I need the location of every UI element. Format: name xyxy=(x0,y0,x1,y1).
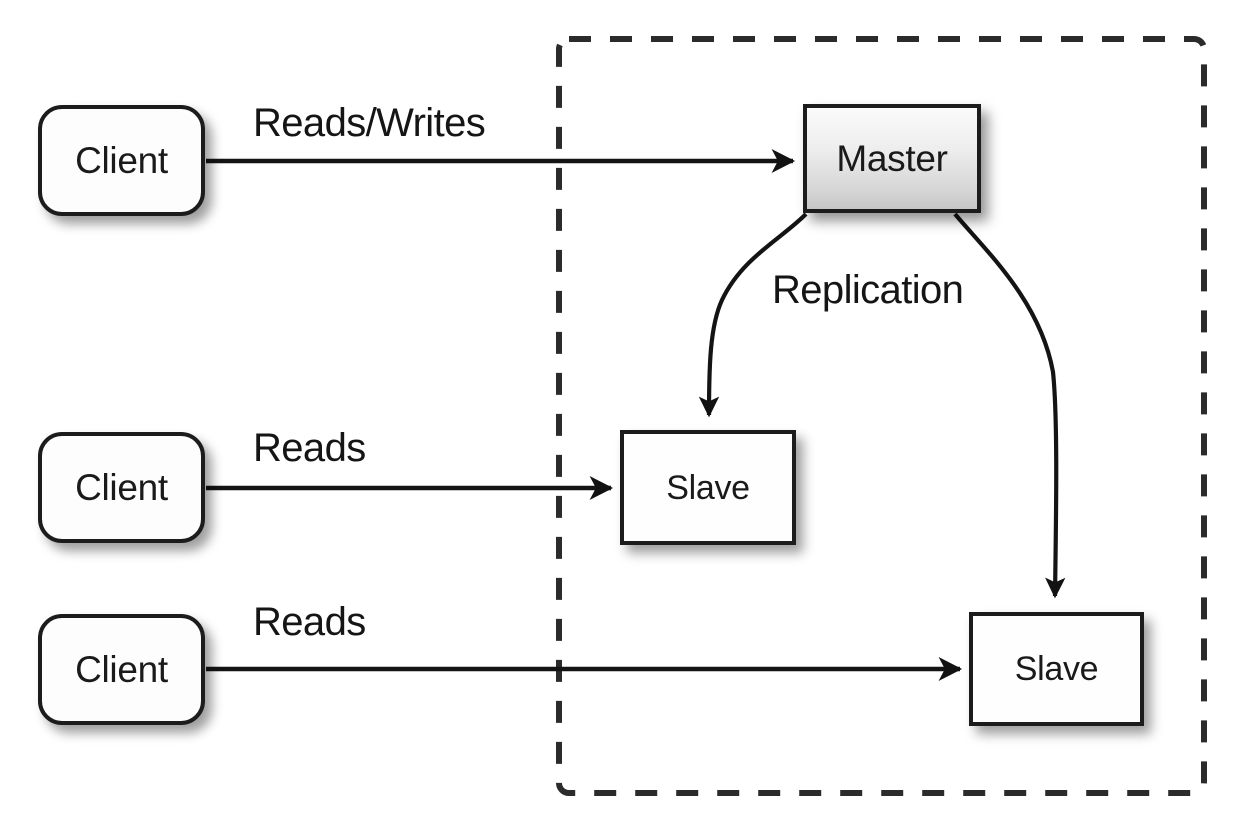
edge-label-reads-writes: Reads/Writes xyxy=(253,101,486,145)
node-master[interactable]: Master xyxy=(803,104,981,213)
node-master-label: Master xyxy=(836,138,948,179)
edge-label-reads-middle: Reads xyxy=(253,426,366,470)
node-slave-lower-label: Slave xyxy=(1014,650,1099,688)
edge-label-replication: Replication xyxy=(772,268,964,312)
node-client-bottom-label: Client xyxy=(75,649,168,690)
edge-master-to-slave-upper xyxy=(698,212,808,418)
node-client-middle-label: Client xyxy=(75,467,168,508)
edge-label-reads-bottom: Reads xyxy=(253,600,366,644)
node-client-top[interactable]: Client xyxy=(38,105,205,216)
node-client-middle[interactable]: Client xyxy=(38,432,205,543)
node-client-top-label: Client xyxy=(75,140,168,181)
node-client-bottom[interactable]: Client xyxy=(38,614,205,725)
node-slave-upper[interactable]: Slave xyxy=(620,430,796,545)
edge-master-to-slave-lower xyxy=(953,212,1066,599)
node-slave-upper-label: Slave xyxy=(666,468,750,507)
node-slave-lower[interactable]: Slave xyxy=(969,612,1144,726)
